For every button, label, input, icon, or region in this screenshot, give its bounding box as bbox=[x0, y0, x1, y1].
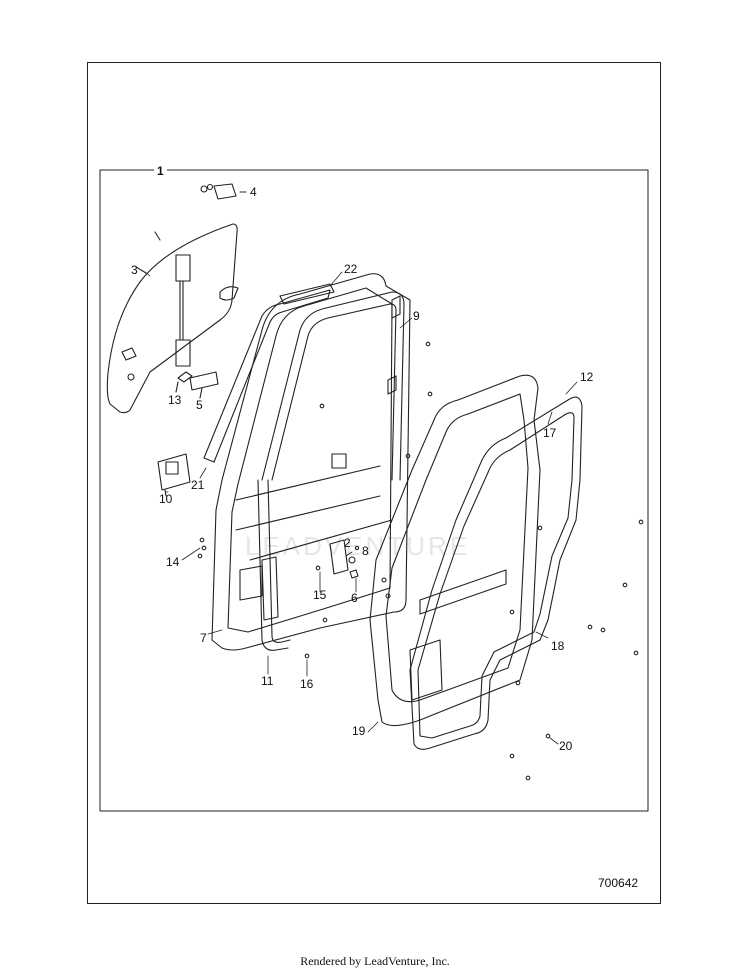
part-2-8-6-latch bbox=[329, 539, 360, 579]
watermark: LEADVENTURE bbox=[245, 531, 470, 561]
callout-6: 6 bbox=[351, 591, 358, 605]
callout-10: 10 bbox=[159, 492, 173, 506]
part-17-18-12-door-seal bbox=[409, 396, 583, 750]
callout-21: 21 bbox=[191, 478, 205, 492]
figure-number: 700642 bbox=[598, 876, 639, 890]
callout-19: 19 bbox=[352, 724, 366, 738]
part-19-door-panel bbox=[369, 374, 541, 727]
callout-16: 16 bbox=[300, 677, 314, 691]
callout-15: 15 bbox=[313, 588, 327, 602]
part-13-5-latch-plate bbox=[175, 371, 219, 399]
part-10-hinge-block bbox=[157, 453, 191, 497]
part-21-seal bbox=[203, 283, 335, 463]
fasteners bbox=[197, 341, 644, 781]
callout-3: 3 bbox=[131, 263, 138, 277]
callout-14: 14 bbox=[166, 555, 180, 569]
callout-20: 20 bbox=[559, 739, 573, 753]
callout-2: 2 bbox=[344, 536, 351, 550]
callout-9: 9 bbox=[413, 309, 420, 323]
callout-4: 4 bbox=[250, 185, 257, 199]
part-3-window-glass bbox=[106, 223, 239, 414]
callout-11: 11 bbox=[261, 674, 274, 688]
diagram-outer-frame bbox=[87, 62, 661, 904]
callout-8: 8 bbox=[362, 544, 369, 558]
callout-13: 13 bbox=[168, 393, 182, 407]
callout-5: 5 bbox=[196, 398, 203, 412]
assembly-group-label: 1 bbox=[154, 164, 167, 178]
part-9-22-frame-tube bbox=[261, 291, 405, 481]
callout-22: 22 bbox=[344, 262, 358, 276]
part-4-bracket bbox=[200, 183, 247, 200]
assembly-group-frame bbox=[99, 169, 649, 812]
callout-12: 12 bbox=[580, 370, 594, 384]
callout-17: 17 bbox=[543, 426, 557, 440]
part-11-handle-tube bbox=[257, 479, 291, 651]
leader-lines bbox=[144, 271, 578, 745]
callout-7: 7 bbox=[200, 631, 207, 645]
footer-credit: Rendered by LeadVenture, Inc. bbox=[300, 954, 450, 968]
callout-18: 18 bbox=[551, 639, 565, 653]
